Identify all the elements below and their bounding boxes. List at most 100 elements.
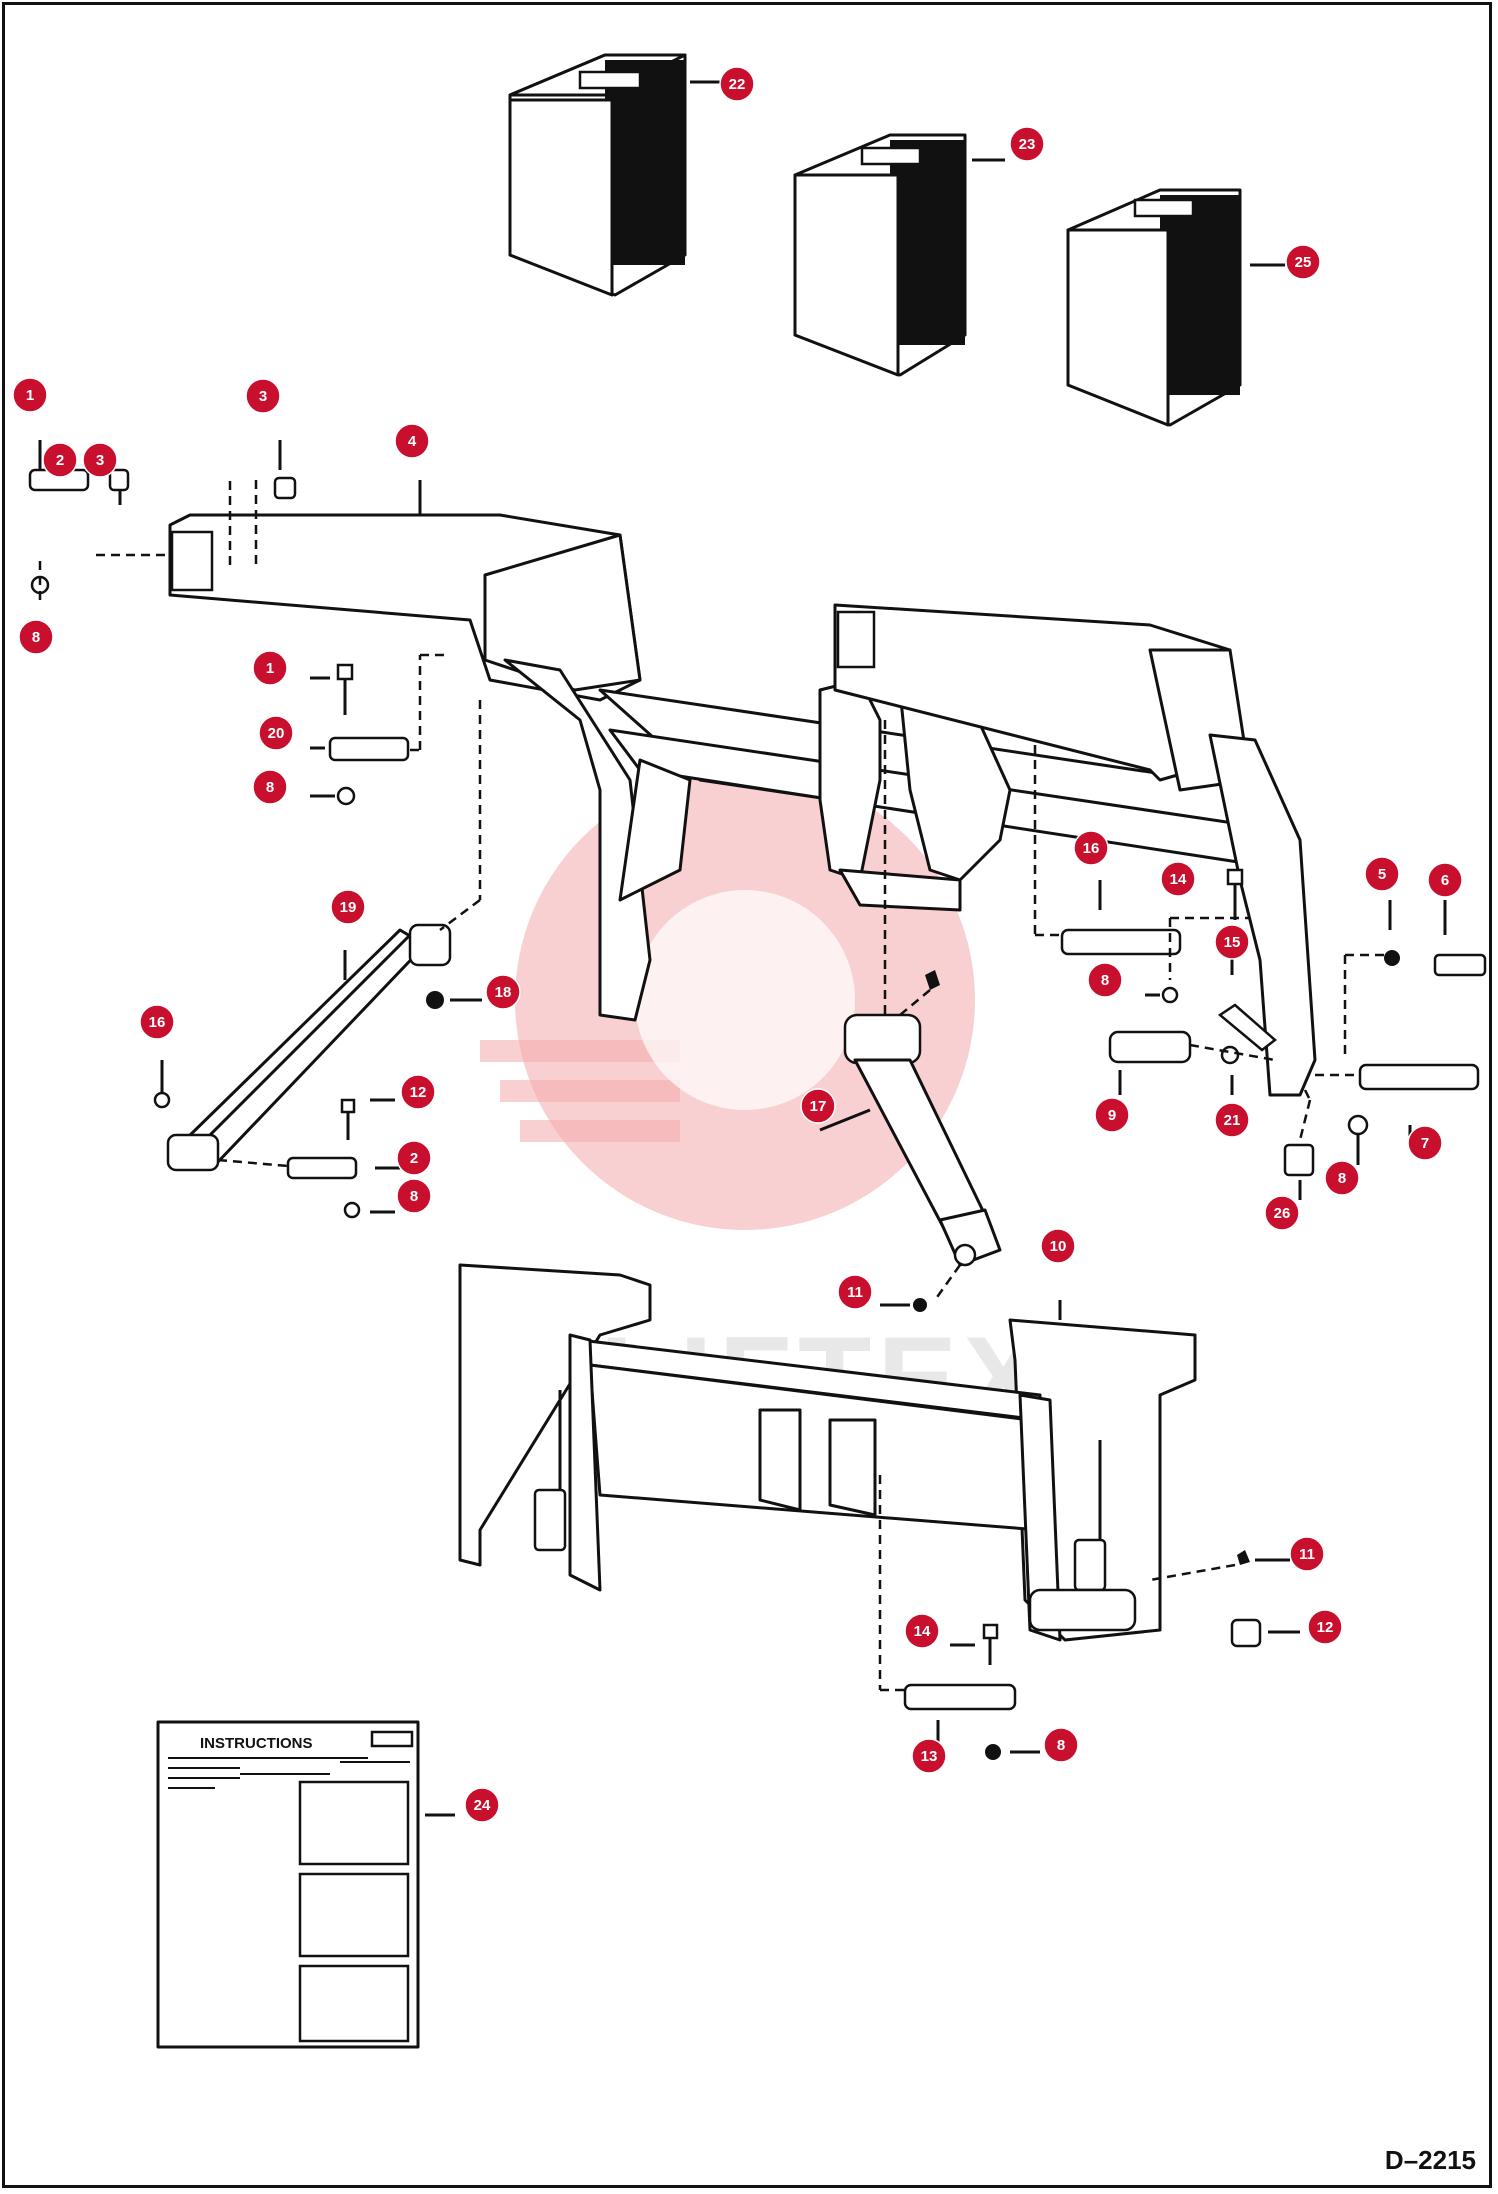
- callout-14: 14: [904, 1613, 940, 1649]
- hardware-bottom: [878, 1475, 1300, 1760]
- cylinder-17: [819, 720, 1002, 1312]
- callout-badge: [1407, 1125, 1443, 1161]
- callout-badge: [1087, 962, 1123, 998]
- callout-number: 21: [1224, 1112, 1241, 1129]
- callout-badge: [1040, 1228, 1076, 1264]
- callout-badge: [1285, 244, 1321, 280]
- callout-9: 9: [1094, 1097, 1130, 1133]
- callout-badge: [464, 1787, 500, 1823]
- callout-17: 17: [800, 1088, 836, 1124]
- callout-18: 18: [485, 974, 521, 1010]
- callout-badge: [1009, 126, 1045, 162]
- callout-number: 14: [1170, 871, 1187, 888]
- callout-26: 26: [1264, 1195, 1300, 1231]
- callout-19: 19: [330, 889, 366, 925]
- callout-badge: [1289, 1536, 1325, 1572]
- callout-number: 20: [268, 725, 285, 742]
- callout-number: 17: [810, 1098, 827, 1115]
- callout-number: 12: [410, 1084, 427, 1101]
- callout-number: 12: [1317, 1619, 1334, 1636]
- callout-number: 16: [1083, 840, 1100, 857]
- callout-7: 7: [1407, 1125, 1443, 1161]
- callout-badge: [258, 715, 294, 751]
- callout-badge: [911, 1738, 947, 1774]
- callout-badge: [18, 619, 54, 655]
- callout-3: 3: [82, 442, 118, 478]
- callout-number: 26: [1274, 1205, 1291, 1222]
- callout-8: 8: [252, 769, 288, 805]
- drawing-id: D–2215: [1384, 2145, 1476, 2175]
- callout-badge: [139, 1004, 175, 1040]
- callout-number: 5: [1378, 866, 1386, 883]
- callout-badge: [1073, 830, 1109, 866]
- callout-1: 1: [252, 650, 288, 686]
- callout-badge: [400, 1074, 436, 1110]
- callout-badge: [394, 423, 430, 459]
- callout-11: 11: [837, 1274, 873, 1310]
- callout-number: 7: [1421, 1135, 1429, 1152]
- callout-11: 11: [1289, 1536, 1325, 1572]
- callout-number: 11: [847, 1284, 863, 1301]
- callout-5: 5: [1364, 856, 1400, 892]
- callout-badge: [1214, 924, 1250, 960]
- callout-number: 8: [266, 779, 274, 796]
- callout-number: 25: [1295, 254, 1312, 271]
- instruction-decal-24: INSTRUCTIONS: [156, 1720, 455, 2049]
- main-frame-4: [168, 513, 1317, 1097]
- callout-number: 11: [1299, 1546, 1315, 1563]
- callout-badge: [252, 650, 288, 686]
- callout-1: 1: [12, 377, 48, 413]
- callout-number: 8: [1338, 1170, 1346, 1187]
- callout-badge: [396, 1140, 432, 1176]
- callout-25: 25: [1285, 244, 1321, 280]
- callout-21: 21: [1214, 1102, 1250, 1138]
- callout-6: 6: [1427, 862, 1463, 898]
- callout-badge: [330, 889, 366, 925]
- counterweight-23: [793, 133, 967, 377]
- callout-badge: [1427, 862, 1463, 898]
- callout-badge: [485, 974, 521, 1010]
- counterweight-22: [508, 53, 687, 297]
- callout-badge: [252, 769, 288, 805]
- callout-number: 16: [149, 1014, 166, 1031]
- callout-number: 22: [729, 76, 746, 93]
- callout-number: 3: [96, 452, 104, 469]
- callout-number: 1: [26, 387, 34, 404]
- callout-number: 4: [408, 433, 417, 450]
- callout-22: 22: [719, 66, 755, 102]
- callout-badge: [396, 1178, 432, 1214]
- callout-2: 2: [396, 1140, 432, 1176]
- callout-number: 13: [921, 1748, 938, 1765]
- callout-number: 14: [914, 1623, 931, 1640]
- callout-number: 3: [259, 388, 267, 405]
- callout-number: 8: [410, 1188, 418, 1205]
- callout-number: 8: [1057, 1737, 1065, 1754]
- callout-15: 15: [1214, 924, 1250, 960]
- callout-badge: [800, 1088, 836, 1124]
- callout-13: 13: [911, 1738, 947, 1774]
- callout-8: 8: [396, 1178, 432, 1214]
- callout-badge: [42, 442, 78, 478]
- callout-10: 10: [1040, 1228, 1076, 1264]
- hardware-left-top: [28, 440, 422, 600]
- callout-4: 4: [394, 423, 430, 459]
- callout-number: 23: [1019, 136, 1036, 153]
- callout-badge: [1307, 1609, 1343, 1645]
- callout-23: 23: [1009, 126, 1045, 162]
- callout-badge: [1214, 1102, 1250, 1138]
- callout-24: 24: [464, 1787, 500, 1823]
- callout-badge: [904, 1613, 940, 1649]
- counterweight-25: [1066, 188, 1242, 427]
- callout-8: 8: [18, 619, 54, 655]
- callout-badge: [245, 378, 281, 414]
- callout-badge: [1264, 1195, 1300, 1231]
- callout-14: 14: [1160, 861, 1196, 897]
- callout-badge: [719, 66, 755, 102]
- callout-3: 3: [245, 378, 281, 414]
- hardware-mid-left: [310, 653, 450, 806]
- callout-number: 2: [56, 452, 64, 469]
- callout-12: 12: [400, 1074, 436, 1110]
